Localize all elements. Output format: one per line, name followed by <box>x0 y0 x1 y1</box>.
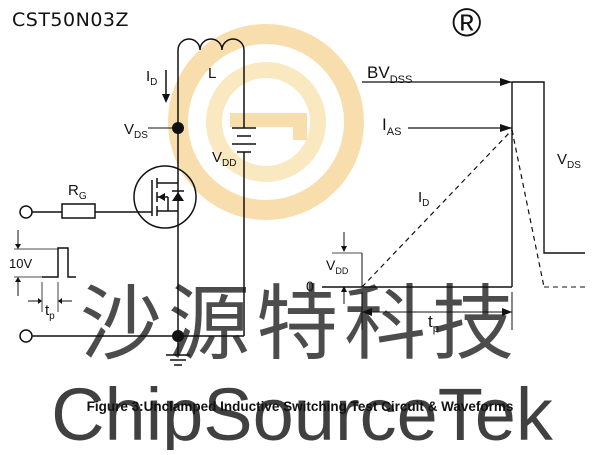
waveforms <box>322 78 588 330</box>
watermark-cn: 沙源特科技 <box>80 277 520 372</box>
zero-label: 0 <box>306 278 314 294</box>
gate-resistor <box>61 203 96 219</box>
drain-current-label: ID <box>146 68 157 88</box>
id-waveform-label: ID <box>418 189 429 209</box>
pulse-amplitude-label: 10V <box>9 256 32 271</box>
vds-waveform-label: VDS <box>557 151 581 171</box>
ias-label: IAS <box>382 115 401 138</box>
watermark-en: ChipSourceTek <box>51 373 554 450</box>
inductor-label: L <box>208 65 216 82</box>
mosfet-symbol <box>133 165 197 229</box>
vds-circuit-label: VDS <box>124 121 148 141</box>
watermark-logo <box>168 24 364 220</box>
ground-terminal <box>19 329 33 343</box>
vdd-circuit-label: VDD <box>212 149 236 169</box>
pulse-width-label: tp <box>45 302 55 322</box>
id-ramp <box>361 129 513 288</box>
figure-caption: Figure 3:Unclamped Inductive Switching T… <box>86 399 514 414</box>
ground-symbol <box>166 354 190 366</box>
gate-input-terminal <box>19 205 33 219</box>
part-number-title: CST50N03Z <box>12 9 130 31</box>
body-diode <box>172 183 184 211</box>
vds-waveform <box>512 81 585 254</box>
waveform-labels: BVDSS IAS VDS ID VDD 0 tp <box>306 63 581 335</box>
id-fall <box>511 129 545 288</box>
watermark: ® 沙源特科技 ChipSourceTek <box>51 1 554 455</box>
gate-pulse <box>14 230 76 312</box>
circuit-labels: ID L VDS VDD RG 10V tp <box>9 65 236 322</box>
vdd-battery <box>232 127 256 153</box>
test-circuit <box>14 38 256 366</box>
inductor-coil <box>177 38 245 58</box>
registered-mark: ® <box>452 1 481 45</box>
gate-resistor-label: RG <box>68 182 87 202</box>
vdd-waveform-label: VDD <box>326 257 349 276</box>
bvdss-label: BVDSS <box>367 63 412 86</box>
tp-label: tp <box>428 312 439 335</box>
